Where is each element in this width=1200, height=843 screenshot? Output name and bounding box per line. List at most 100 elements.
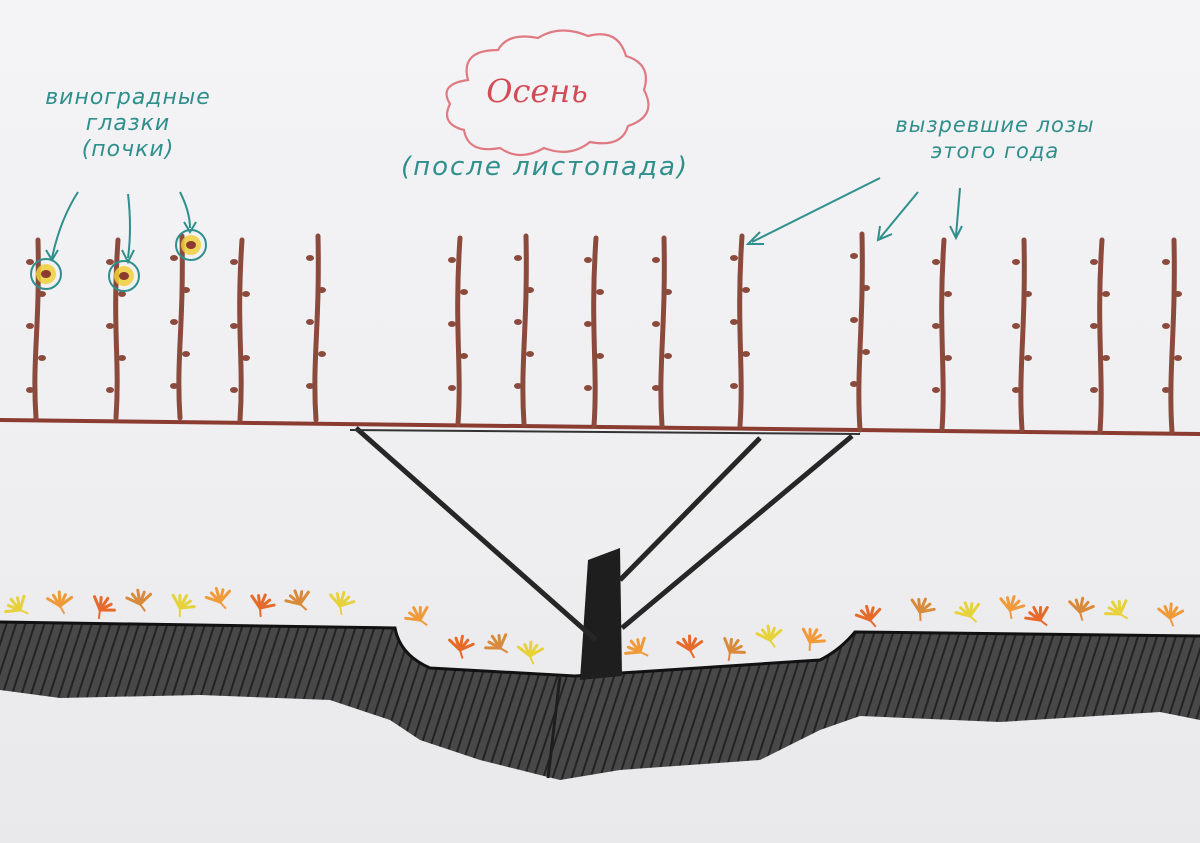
vine-bud: [106, 259, 114, 265]
fallen-leaf: [854, 604, 882, 628]
vine-bud: [652, 257, 660, 263]
vine-cane: [306, 233, 326, 423]
vine-bud: [26, 323, 34, 329]
fallen-leaf: [284, 589, 310, 611]
vine-bud: [242, 355, 250, 361]
arrow-cane-2: [879, 191, 919, 239]
bud-highlights: [30, 229, 207, 292]
fallen-leaf: [329, 591, 356, 615]
vine-bud: [460, 289, 468, 295]
vine-bud: [932, 259, 940, 265]
vine-bud: [318, 351, 326, 357]
pointer-arrows: [45, 177, 963, 265]
vine-bud: [514, 383, 522, 389]
vine-bud: [526, 351, 534, 357]
fallen-leaf: [755, 624, 783, 648]
fallen-leaf: [801, 627, 826, 651]
fallen-leaf: [1024, 605, 1049, 627]
vine-bud: [730, 319, 738, 325]
fallen-leaf: [1157, 602, 1185, 627]
vine-bud: [230, 323, 238, 329]
vine-cane: [652, 235, 672, 429]
vine-bud: [584, 257, 592, 263]
vine-bud: [106, 387, 114, 393]
vine-cane: [1162, 237, 1182, 435]
vine-bud: [932, 387, 940, 393]
vine-bud: [1174, 355, 1182, 361]
vine-bud: [1090, 387, 1098, 393]
buds-label-line-1: виноградные: [45, 85, 211, 110]
title-cloud: [445, 29, 650, 157]
vine-bud: [944, 355, 952, 361]
vine-canes: [26, 231, 1182, 435]
vine-bud: [1024, 355, 1032, 361]
arrow-bud-2: [127, 193, 131, 259]
vine-bud: [230, 259, 238, 265]
vine-bud: [448, 321, 456, 327]
arrow-bud-1: [51, 191, 79, 259]
fallen-leaf: [250, 593, 276, 617]
trellis-wire: [0, 418, 1200, 436]
vine-cane: [584, 235, 604, 429]
canes-label-line-2: этого года: [930, 139, 1060, 163]
fallen-leaf: [1104, 599, 1129, 620]
vine-bud: [596, 353, 604, 359]
vine-bud: [106, 323, 114, 329]
buds-label-line-3: (почки): [81, 137, 175, 162]
bud-highlight-1: [30, 258, 62, 290]
canes-label: вызревшие лозы этого года: [860, 112, 1130, 164]
diagram-subtitle: (после листопада): [400, 152, 690, 182]
vine-bud: [944, 291, 952, 297]
vine-cane: [230, 237, 250, 423]
vine-bud: [514, 255, 522, 261]
vine-bud: [862, 285, 870, 291]
vine-bud: [584, 321, 592, 327]
vine-bud: [306, 383, 314, 389]
vine-bud: [118, 355, 126, 361]
vine-bud: [38, 355, 46, 361]
fallen-leaf: [723, 637, 746, 661]
fallen-leaf: [4, 594, 29, 615]
fallen-leaf: [171, 593, 196, 617]
vine-bud: [652, 321, 660, 327]
vine-bud: [584, 385, 592, 391]
vine-bud: [26, 259, 34, 265]
vine-bud: [1162, 259, 1170, 265]
vine-bud: [850, 253, 858, 259]
vine-cane: [932, 237, 952, 433]
vine-bud: [1162, 387, 1170, 393]
vine-cane: [850, 231, 870, 433]
vine-bud: [170, 383, 178, 389]
vine-bud: [862, 349, 870, 355]
vine-bud: [1102, 355, 1110, 361]
vine-bud: [460, 353, 468, 359]
vine-bud: [26, 387, 34, 393]
vine-cane: [514, 233, 534, 427]
vine-bud: [118, 291, 126, 297]
vine-bud: [932, 323, 940, 329]
vine-bud: [242, 291, 250, 297]
vine-bud: [448, 257, 456, 263]
vine-bud: [1090, 323, 1098, 329]
fallen-leaf: [910, 597, 936, 621]
vine-bud: [1012, 259, 1020, 265]
buds-label-line-2: глазки: [85, 111, 171, 136]
vine-bud: [448, 385, 456, 391]
trunk: [354, 426, 854, 779]
vine-bud: [38, 291, 46, 297]
vine-bud: [1012, 387, 1020, 393]
arrow-cane-3: [955, 187, 961, 237]
vine-bud: [850, 381, 858, 387]
fallen-leaf: [517, 640, 545, 665]
fallen-leaf: [204, 586, 232, 610]
vine-bud: [1012, 323, 1020, 329]
vine-bud: [526, 287, 534, 293]
fallen-leaf: [93, 595, 116, 619]
vine-cane: [448, 235, 468, 427]
vine-bud: [306, 255, 314, 261]
vine-bud: [742, 287, 750, 293]
vine-bud: [596, 289, 604, 295]
fallen-leaf: [999, 595, 1026, 619]
vine-bud: [664, 353, 672, 359]
fallen-leaf: [46, 590, 74, 615]
